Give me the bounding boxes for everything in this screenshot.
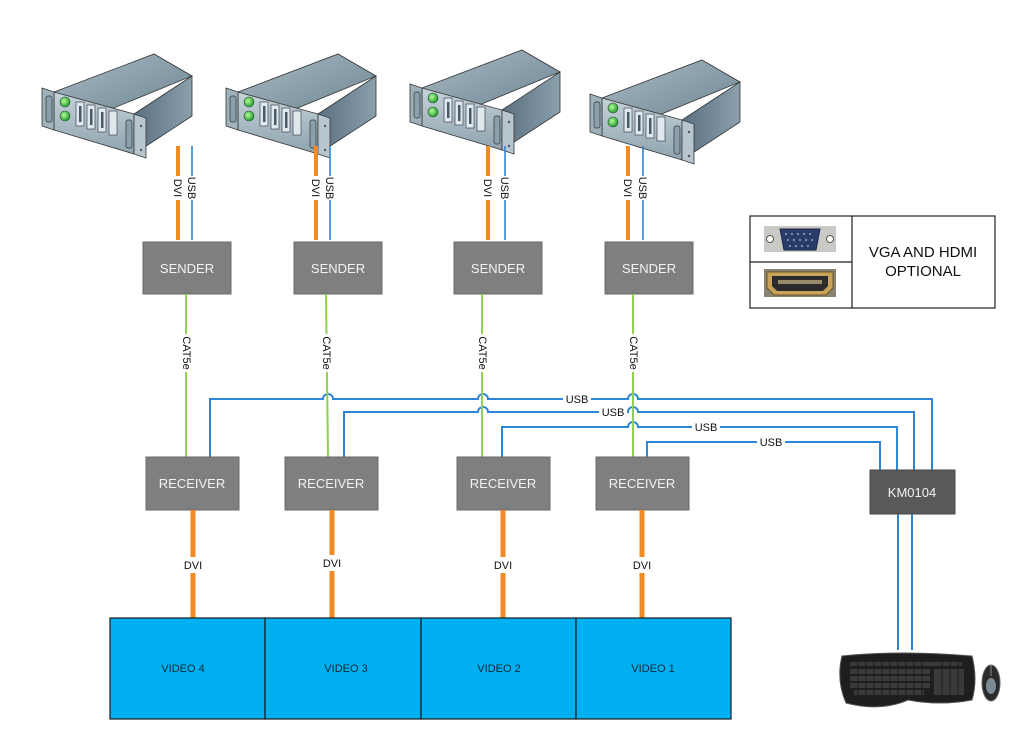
column-video-4: DVI USB SENDER CAT5e RECEIVER DVI	[41, 53, 240, 618]
video-label: VIDEO 3	[324, 663, 367, 675]
usb-label: USB	[323, 177, 335, 200]
sender-label: SENDER	[160, 261, 214, 276]
cat5e-cable	[325, 293, 329, 458]
sender-box[interactable]	[142, 241, 232, 295]
rack-server-icon	[409, 49, 561, 155]
usb-bus	[209, 393, 933, 650]
column-video-2: DVI USB SENDER CAT5e RECEIVER DVI	[409, 49, 561, 618]
km-switch-box[interactable]	[869, 469, 956, 515]
receiver-box[interactable]	[284, 456, 379, 511]
dvi-label: DVI	[323, 558, 341, 570]
km-switch-label: KM0104	[888, 485, 936, 500]
usb-link-label: USB	[760, 437, 783, 449]
column-video-3: DVI USB SENDER CAT5e RECEIVER DVI	[225, 53, 383, 618]
usb-line-receiver-3	[343, 406, 915, 470]
video-label: VIDEO 4	[161, 663, 204, 675]
sender-box[interactable]	[604, 241, 694, 295]
video-label: VIDEO 1	[631, 663, 674, 675]
usb-label: USB	[498, 177, 510, 200]
vga-connector-icon	[764, 226, 836, 252]
rack-server-icon	[225, 53, 377, 159]
receiver-label: RECEIVER	[609, 476, 675, 491]
usb-label: USB	[636, 177, 648, 200]
receiver-label: RECEIVER	[298, 476, 364, 491]
video-panel-3[interactable]	[264, 617, 422, 720]
keyboard-mouse-icon	[839, 652, 1001, 708]
cat5e-label: CAT5e	[320, 336, 332, 369]
rack-server-icon	[41, 53, 193, 159]
connector-legend: VGA AND HDMI OPTIONAL	[749, 215, 996, 309]
legend-line-1: VGA AND HDMI	[869, 244, 977, 261]
dvi-label: DVI	[621, 179, 633, 197]
usb-link-label: USB	[695, 422, 718, 434]
km-switch[interactable]: KM0104	[869, 469, 956, 515]
receiver-box[interactable]	[595, 456, 690, 511]
hdmi-connector-icon	[764, 269, 836, 297]
video-wall: VIDEO 4 VIDEO 3 VIDEO 2 VIDEO 1	[109, 617, 732, 720]
dvi-label: DVI	[171, 179, 183, 197]
sender-box[interactable]	[293, 241, 383, 295]
rack-server-icon	[589, 59, 741, 165]
receiver-box[interactable]	[145, 456, 240, 511]
video-panel-4[interactable]	[109, 617, 266, 720]
sender-box[interactable]	[453, 241, 543, 295]
video-panel-2[interactable]	[420, 617, 577, 720]
cat5e-label: CAT5e	[476, 336, 488, 369]
dvi-label: DVI	[481, 179, 493, 197]
sender-label: SENDER	[622, 261, 676, 276]
dvi-label: DVI	[309, 179, 321, 197]
sender-label: SENDER	[471, 261, 525, 276]
receiver-label: RECEIVER	[159, 476, 225, 491]
dvi-label: DVI	[494, 560, 512, 572]
receiver-box[interactable]	[456, 456, 551, 511]
usb-label: USB	[185, 177, 197, 200]
usb-labels: USB USB USB USB	[563, 392, 785, 449]
sender-label: SENDER	[311, 261, 365, 276]
cat5e-label: CAT5e	[180, 336, 192, 369]
receiver-label: RECEIVER	[470, 476, 536, 491]
cat5e-label: CAT5e	[627, 336, 639, 369]
usb-link-label: USB	[602, 407, 625, 419]
dvi-label: DVI	[633, 560, 651, 572]
legend-line-2: OPTIONAL	[885, 263, 961, 280]
usb-link-label: USB	[566, 394, 589, 406]
video-panel-1[interactable]	[575, 617, 732, 720]
column-video-1: DVI USB SENDER CAT5e RECEIVER DVI	[589, 59, 741, 618]
video-label: VIDEO 2	[477, 663, 520, 675]
dvi-label: DVI	[184, 560, 202, 572]
